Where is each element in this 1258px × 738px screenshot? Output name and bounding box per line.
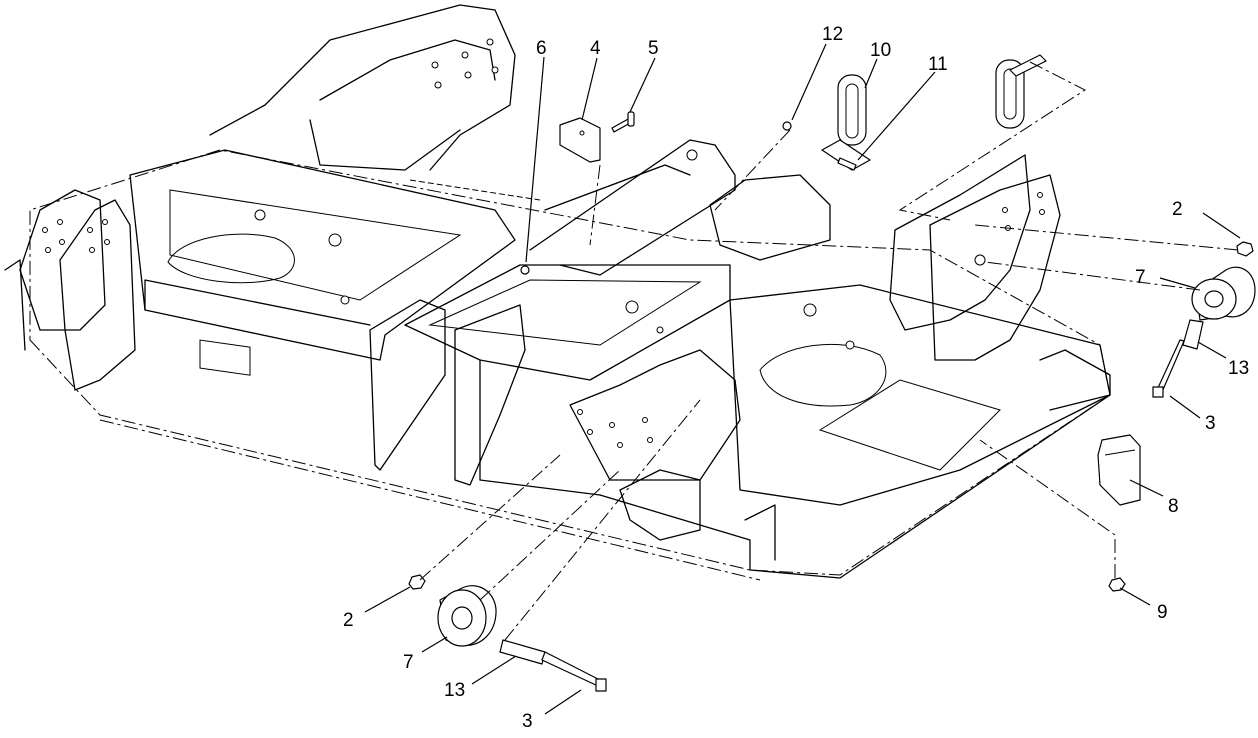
leader-lines [364, 43, 1241, 715]
callout-13-left: 13 [444, 680, 465, 701]
callout-7-right: 7 [1135, 267, 1146, 288]
callout-13-right: 13 [1228, 358, 1249, 379]
callout-3-left: 3 [522, 711, 533, 732]
part-6-nut [520, 265, 530, 275]
part-10-pin [821, 74, 871, 171]
part-5-screw [611, 111, 635, 133]
callout-3-right: 3 [1205, 413, 1216, 434]
callout-10: 10 [870, 40, 891, 61]
part-12-nut [782, 121, 792, 131]
part-7-roller-right [1191, 266, 1256, 321]
part-2-nut-right [1236, 241, 1254, 257]
part-4-plate [559, 117, 601, 163]
part-11-screw [837, 157, 857, 171]
deck-frame [4, 4, 1111, 581]
assembly-centerlines [419, 61, 1239, 641]
pin-reference [995, 54, 1047, 129]
part-3-bolt-right [1152, 339, 1185, 398]
callout-labels: 2 7 13 3 8 9 12 10 11 6 4 5 2 7 13 3 [343, 24, 1249, 732]
callout-9: 9 [1157, 602, 1168, 623]
part-13-spacer-right [1182, 319, 1204, 350]
callout-12: 12 [822, 24, 843, 45]
part-8-bumper [1097, 434, 1141, 506]
part-7-roller-left [437, 585, 497, 647]
callout-11: 11 [928, 54, 948, 75]
callout-4: 4 [590, 38, 601, 59]
callout-5: 5 [648, 38, 659, 59]
callout-8: 8 [1168, 496, 1179, 517]
part-9-nut [1108, 577, 1126, 592]
callout-6: 6 [536, 38, 547, 59]
callout-7-left: 7 [403, 652, 414, 673]
part-3-bolt-left [541, 651, 607, 692]
callout-2-right: 2 [1172, 199, 1183, 220]
callout-2-left: 2 [343, 610, 354, 631]
part-13-spacer-left [499, 639, 546, 665]
